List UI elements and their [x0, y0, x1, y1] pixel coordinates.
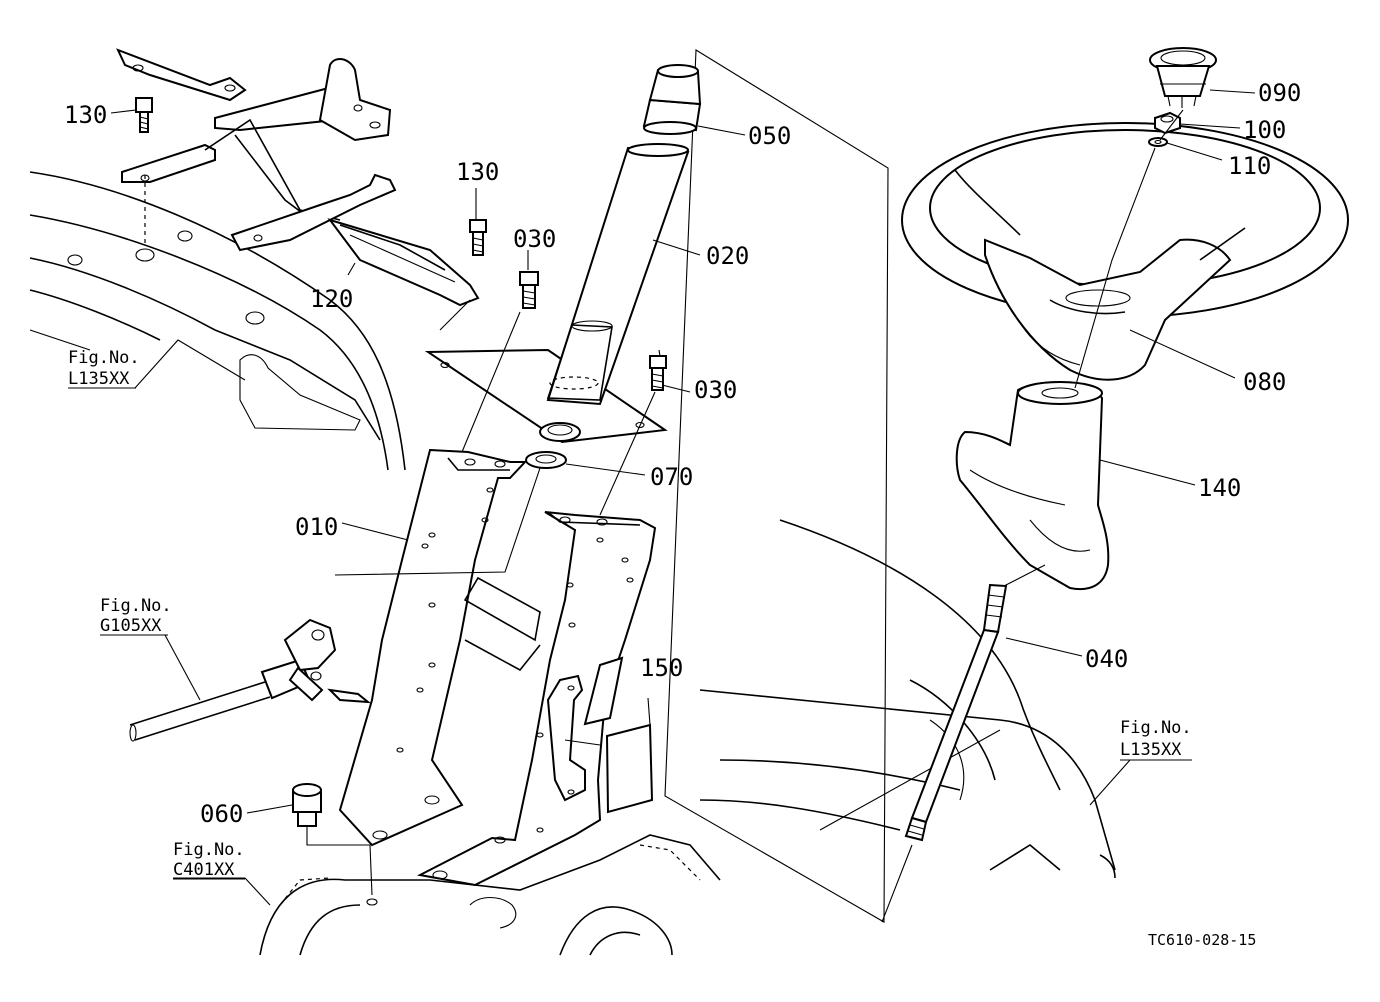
label-100: 100 — [1243, 116, 1286, 144]
drawing-code: TC610-028-15 — [1148, 931, 1256, 949]
label-090: 090 — [1258, 79, 1301, 107]
label-080: 080 — [1243, 368, 1286, 396]
washer-070 — [525, 451, 567, 469]
fig-ref-right: Fig.No. L135XX — [1120, 718, 1192, 760]
bolt-130-b — [469, 219, 487, 256]
label-020: 020 — [706, 242, 749, 270]
label-plate-150 — [605, 723, 654, 814]
label-120: 120 — [310, 285, 353, 313]
steering-shaft-040 — [904, 583, 1008, 842]
universal-joint — [129, 618, 372, 742]
plug-060 — [292, 783, 322, 827]
label-010: 010 — [295, 513, 338, 541]
fig-ref-caption: Fig.No. — [173, 840, 245, 860]
column-top-plate — [424, 348, 668, 444]
bolt-030-b — [649, 355, 667, 391]
label-030-a: 030 — [513, 225, 556, 253]
column-bearing — [539, 422, 581, 442]
label-110: 110 — [1228, 152, 1271, 180]
fig-ref-left-top: Fig.No. L135XX — [68, 348, 140, 389]
fig-ref-caption: Fig.No. — [100, 596, 172, 616]
fig-ref-caption: Fig.No. — [68, 348, 140, 368]
label-150: 150 — [640, 654, 683, 682]
fender-body-left — [29, 171, 406, 471]
transmission-housing — [259, 834, 721, 956]
horn-cap-090 — [1149, 47, 1217, 108]
fig-ref-code: L135XX — [1120, 740, 1182, 760]
part-labels: 130 130 030 030 050 020 120 070 010 150 … — [64, 79, 1301, 828]
fig-ref-code: G105XX — [100, 616, 162, 636]
steering-wheel-080 — [901, 122, 1349, 381]
label-030-b: 030 — [694, 376, 737, 404]
label-070: 070 — [650, 463, 693, 491]
bolt-030-a — [519, 271, 539, 309]
washer-110 — [1148, 137, 1168, 147]
assembly-center-lines — [306, 109, 1184, 923]
bolt-130-a — [135, 97, 153, 133]
bushing-050 — [642, 64, 702, 135]
fig-ref-caption: Fig.No. — [1120, 718, 1192, 738]
label-050: 050 — [748, 122, 791, 150]
label-140: 140 — [1198, 474, 1241, 502]
label-060: 060 — [200, 800, 243, 828]
fig-ref-underlines — [68, 387, 1192, 880]
fig-ref-code: C401XX — [173, 860, 235, 880]
small-bracket — [546, 656, 624, 802]
nut-100 — [1154, 111, 1181, 135]
label-130-a: 130 — [64, 101, 107, 129]
steering-column-tube-020 — [546, 143, 690, 406]
leader-lines — [68, 89, 1256, 906]
dashboard-panel — [699, 519, 1116, 879]
column-bracket-010 — [338, 448, 657, 887]
exploded-view-frame — [664, 49, 889, 923]
label-040: 040 — [1085, 645, 1128, 673]
fig-ref-code: L135XX — [68, 369, 130, 389]
fig-ref-left-bottom: Fig.No. C401XX — [173, 840, 245, 880]
label-130-b: 130 — [456, 158, 499, 186]
bracket-120 — [116, 48, 480, 307]
fig-ref-left-mid: Fig.No. G105XX — [100, 596, 172, 636]
column-cover-140 — [955, 381, 1110, 590]
